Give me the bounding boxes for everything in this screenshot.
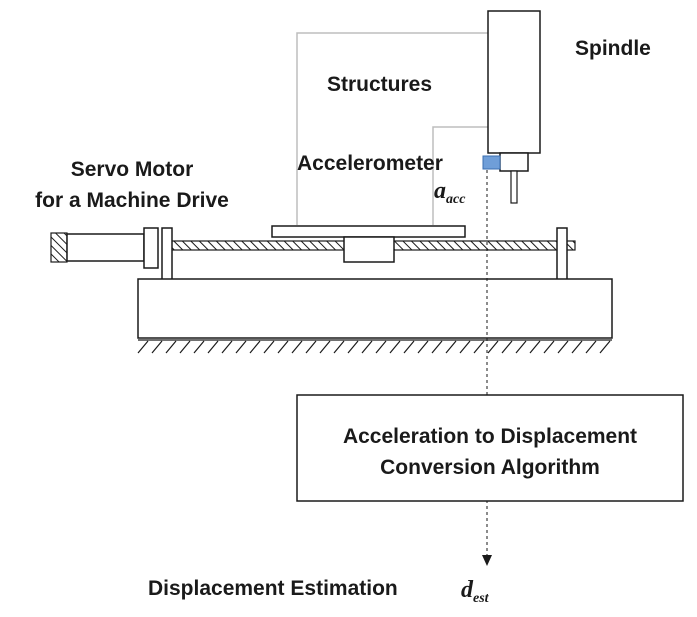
ground-hatch-mark [459, 340, 471, 354]
ground-hatch-mark [235, 340, 247, 354]
ball-nut [343, 236, 395, 263]
ground-hatch-mark [291, 340, 303, 354]
ground-hatch-mark [137, 340, 149, 354]
ground-hatch-mark [361, 340, 373, 354]
ground-hatch-mark [263, 340, 275, 354]
ground-hatch-mark [193, 340, 205, 354]
ground-hatch-mark [179, 340, 191, 354]
algorithm-label-line2: Conversion Algorithm [380, 456, 600, 479]
ground-hatch-mark [403, 340, 415, 354]
servo-motor [50, 227, 159, 269]
ground-hatch-mark [375, 340, 387, 354]
ground [137, 339, 612, 354]
ground-hatch-mark [277, 340, 289, 354]
ground-hatch-mark [151, 340, 163, 354]
bearing-support-right [556, 227, 568, 281]
servo-motor-label-line2: for a Machine Drive [35, 189, 229, 212]
ground-hatch-mark [473, 340, 485, 354]
servo-motor-label-line1: Servo Motor [71, 158, 194, 181]
ground-hatch-mark [543, 340, 555, 354]
ground-hatch-mark [347, 340, 359, 354]
ground-hatch-mark [585, 340, 597, 354]
ground-hatch-mark [515, 340, 527, 354]
spindle-tool [510, 170, 518, 204]
ground-hatch-mark [165, 340, 177, 354]
spindle-head [499, 152, 529, 172]
accelerometer-sensor [482, 155, 501, 170]
ground-hatch-mark [249, 340, 261, 354]
table-plate [271, 225, 466, 238]
spindle-label: Spindle [575, 37, 651, 60]
ground-hatch-mark [221, 340, 233, 354]
ground-hatch-mark [305, 340, 317, 354]
machine-base [137, 278, 613, 339]
ground-hatch-mark [557, 340, 569, 354]
ground-hatch-mark [571, 340, 583, 354]
ground-hatch-mark [445, 340, 457, 354]
algorithm-box [296, 394, 684, 502]
ground-hatch-mark [501, 340, 513, 354]
servo-motor-end [50, 232, 68, 263]
ground-hatch-mark [207, 340, 219, 354]
displacement-symbol: dest [461, 577, 490, 606]
ground-hatch-mark [333, 340, 345, 354]
signal-arrow-head [482, 555, 492, 566]
ground-hatch-mark [319, 340, 331, 354]
ground-hatch-mark [529, 340, 541, 354]
servo-motor-body [66, 233, 145, 262]
structures-label: Structures [327, 73, 432, 96]
accelerometer-label: Accelerometer [297, 152, 443, 175]
structure-frame [296, 32, 488, 225]
ground-hatch-mark [431, 340, 443, 354]
ground-hatch-mark [417, 340, 429, 354]
ground-hatch-mark [389, 340, 401, 354]
algorithm-label-line1: Acceleration to Displacement [343, 425, 637, 448]
servo-coupling [143, 227, 159, 269]
acceleration-symbol: aacc [434, 178, 466, 207]
estimation-label: Displacement Estimation [148, 577, 398, 600]
spindle [487, 10, 541, 204]
ground-hatch-mark [487, 340, 499, 354]
ground-hatch-mark [599, 340, 611, 354]
bearing-support-left [161, 227, 173, 281]
spindle-body [487, 10, 541, 154]
